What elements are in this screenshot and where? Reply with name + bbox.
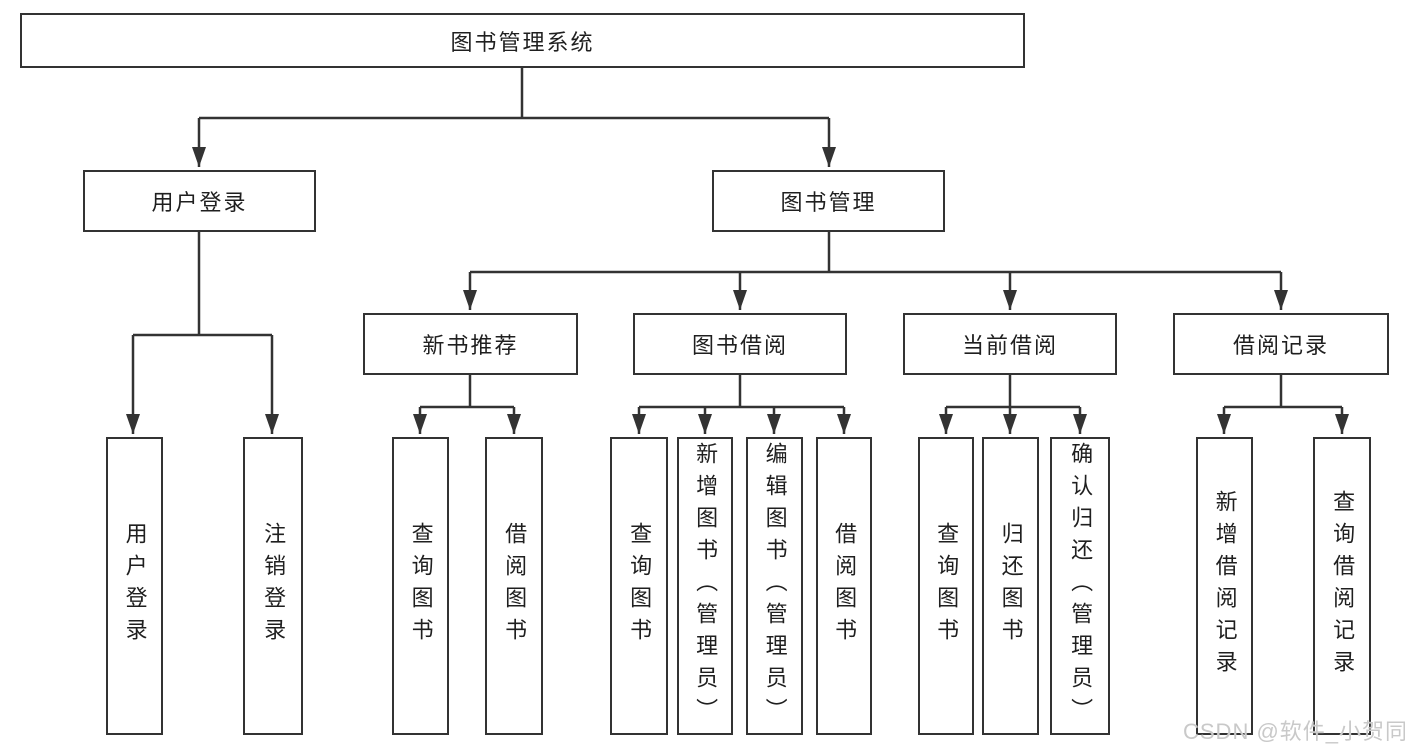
leaf-user-login: 用户登录	[106, 437, 163, 735]
leaf-borrow-books-2-label: 借阅图书	[832, 522, 858, 650]
leaf-query-books-1-label: 查询图书	[408, 522, 434, 650]
leaf-add-books-admin: 新增图书（管理员）	[677, 437, 733, 735]
node-book-borrowing: 图书借阅	[633, 313, 847, 375]
leaf-add-borrow-record-label: 新增借阅记录	[1212, 490, 1238, 682]
leaf-user-login-label: 用户登录	[122, 522, 148, 650]
leaf-borrow-books-2: 借阅图书	[816, 437, 872, 735]
leaf-return-books: 归还图书	[982, 437, 1039, 735]
leaf-query-books-3: 查询图书	[918, 437, 974, 735]
leaf-query-borrow-record-label: 查询借阅记录	[1330, 490, 1356, 682]
leaf-confirm-return-admin: 确认归还（管理员）	[1050, 437, 1110, 735]
node-borrowing-records: 借阅记录	[1173, 313, 1389, 375]
node-book-management: 图书管理	[712, 170, 945, 232]
leaf-confirm-return-admin-label: 确认归还（管理员）	[1068, 442, 1094, 730]
node-current-borrowing: 当前借阅	[903, 313, 1117, 375]
leaf-borrow-books-1: 借阅图书	[485, 437, 543, 735]
csdn-watermark: CSDN @软件_小贺同学	[1183, 719, 1405, 744]
leaf-edit-books-admin-label: 编辑图书（管理员）	[762, 442, 788, 730]
leaf-query-books-2-label: 查询图书	[627, 522, 653, 650]
leaf-edit-books-admin: 编辑图书（管理员）	[746, 437, 803, 735]
node-new-book-recommendation: 新书推荐	[363, 313, 578, 375]
node-user-login: 用户登录	[83, 170, 316, 232]
leaf-query-borrow-record: 查询借阅记录	[1313, 437, 1371, 735]
leaf-add-borrow-record: 新增借阅记录	[1196, 437, 1253, 735]
leaf-query-books-2: 查询图书	[610, 437, 668, 735]
leaf-add-books-admin-label: 新增图书（管理员）	[693, 442, 719, 730]
node-library-management-system: 图书管理系统	[20, 13, 1025, 68]
leaf-query-books-1: 查询图书	[392, 437, 449, 735]
leaf-logout: 注销登录	[243, 437, 303, 735]
leaf-logout-label: 注销登录	[261, 522, 287, 650]
leaf-query-books-3-label: 查询图书	[934, 522, 960, 650]
leaf-borrow-books-1-label: 借阅图书	[502, 522, 528, 650]
leaf-return-books-label: 归还图书	[998, 522, 1024, 650]
